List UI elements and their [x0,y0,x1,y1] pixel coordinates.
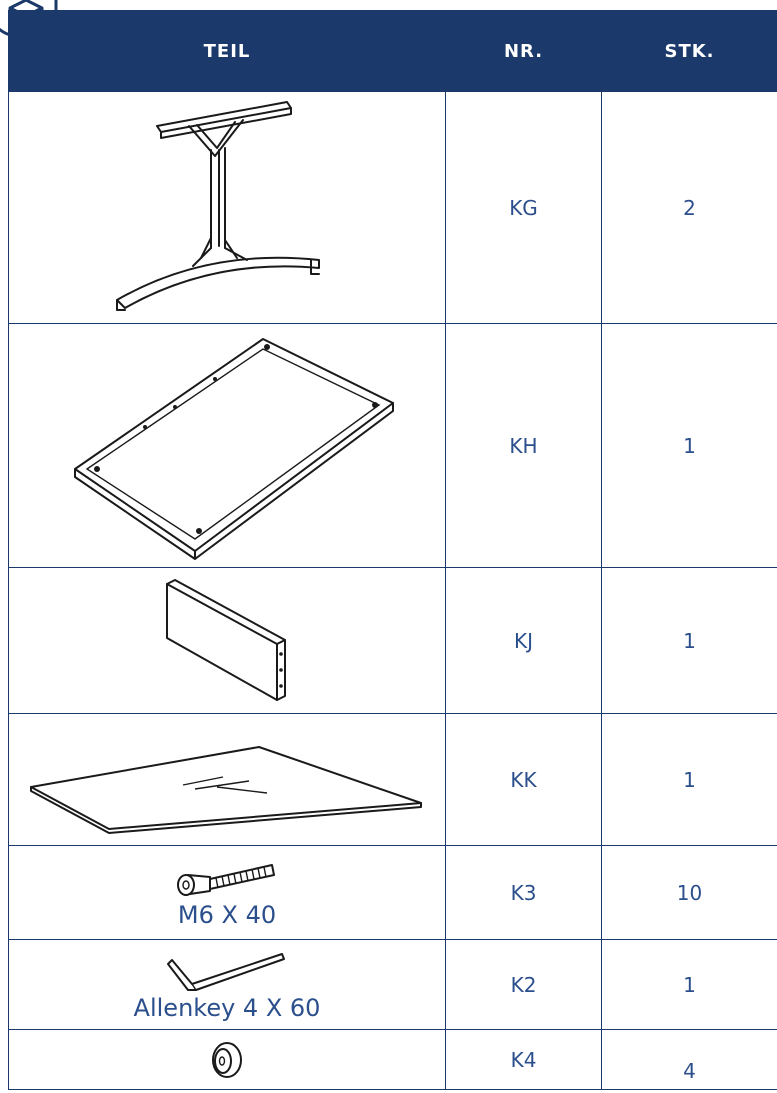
parts-table: TEIL NR. STK. KG 2 [8,10,777,1090]
part-stk: 2 [601,91,777,324]
bolt-icon [177,863,275,896]
table-row: M6 X 40 K3 10 [8,845,777,940]
part-nr: KJ [445,567,602,714]
part-image-cell: Allenkey 4 X 60 [8,939,446,1030]
part-image-cell [8,1029,446,1090]
part-image-cell: M6 X 40 [8,845,446,940]
part-nr: K3 [445,845,602,940]
round-cap-icon [212,1041,242,1078]
table-row: K4 4 [8,1029,777,1090]
part-stk: 10 [601,845,777,940]
header-stk: STK. [601,10,777,92]
part-image-cell [8,91,446,324]
glass-top-icon [30,745,422,834]
part-stk: 1 [601,939,777,1030]
part-nr: KG [445,91,602,324]
part-stk: 1 [601,567,777,714]
allen-key-icon [167,952,285,991]
part-caption: M6 X 40 [177,900,277,929]
side-panel-icon [166,578,286,701]
part-caption: Allenkey 4 X 60 [133,993,321,1022]
part-stk: 1 [601,323,777,568]
part-stk: 4 [601,1029,777,1090]
table-row: Allenkey 4 X 60 K2 1 [8,939,777,1030]
part-nr: K4 [445,1029,602,1090]
table-leg-frame-icon [116,100,320,311]
part-image-cell [8,567,446,714]
part-image-cell [8,323,446,568]
header-teil: TEIL [8,10,446,92]
part-image-cell [8,713,446,846]
part-nr: KH [445,323,602,568]
table-row: KJ 1 [8,567,777,714]
table-row: KH 1 [8,323,777,568]
rectangular-frame-icon [74,337,394,560]
header-nr: NR. [445,10,602,92]
table-header-row: TEIL NR. STK. [8,10,777,92]
part-nr: K2 [445,939,602,1030]
part-stk: 1 [601,713,777,846]
part-nr: KK [445,713,602,846]
table-row: KG 2 [8,91,777,324]
table-row: KK 1 [8,713,777,846]
